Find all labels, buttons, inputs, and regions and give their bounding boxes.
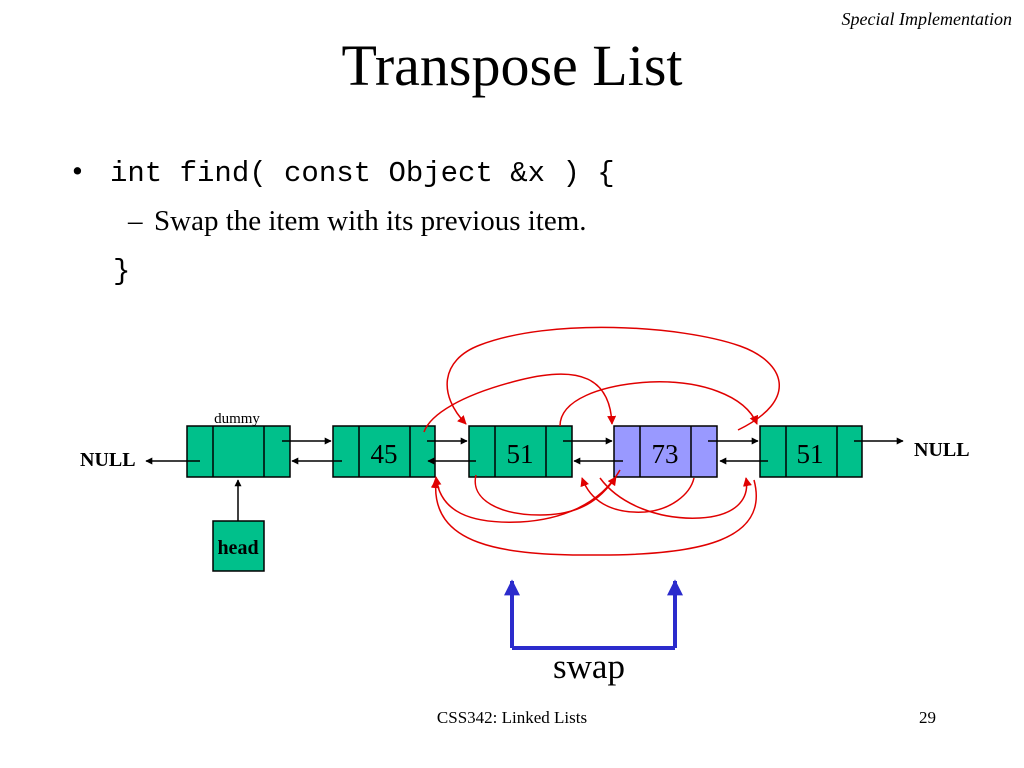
relink-arrow (474, 474, 617, 516)
page-number: 29 (919, 708, 936, 727)
dummy-label: dummy (214, 411, 260, 427)
relink-arrow (423, 373, 617, 433)
pointer-arrows (145, 437, 904, 465)
swap-label: swap (553, 647, 625, 686)
sub-bullet-text: Swap the item with its previous item. (154, 205, 587, 237)
left-null-label: NULL (80, 449, 136, 471)
right-null-label: NULL (914, 439, 970, 461)
closing-brace: } (113, 255, 131, 288)
bullet-item: • int find( const Object &x ) { (72, 152, 615, 193)
slide-title: Transpose List (341, 33, 683, 98)
head-pointer: head (212, 520, 265, 572)
list-node: 51 (759, 425, 863, 478)
node-value: 73 (652, 439, 679, 469)
relink-arrow (446, 326, 781, 431)
function-signature: int find( const Object &x ) { (110, 157, 615, 190)
sub-bullet-dash: – (128, 205, 143, 237)
list-node: 51 (468, 425, 573, 478)
relink-arrow (432, 469, 621, 523)
section-tag: Special Implementation (841, 9, 1012, 29)
sub-bullet-item: –Swap the item with its previous item. (128, 203, 587, 239)
list-node: 45 (332, 425, 436, 478)
relink-arrow (430, 479, 757, 556)
dummy-node (186, 425, 291, 478)
swap-bracket (504, 579, 683, 650)
relink-arrow (559, 381, 759, 427)
bullet-symbol: • (72, 153, 83, 188)
node-value: 45 (371, 439, 398, 469)
node-value: 51 (507, 439, 534, 469)
relink-arrow (599, 477, 752, 519)
list-node-highlighted: 73 (613, 425, 718, 478)
head-label: head (217, 537, 258, 559)
footer-course: CSS342: Linked Lists (436, 708, 588, 727)
relink-arrows (423, 326, 781, 556)
relink-arrow (580, 477, 695, 513)
node-value: 51 (797, 439, 824, 469)
